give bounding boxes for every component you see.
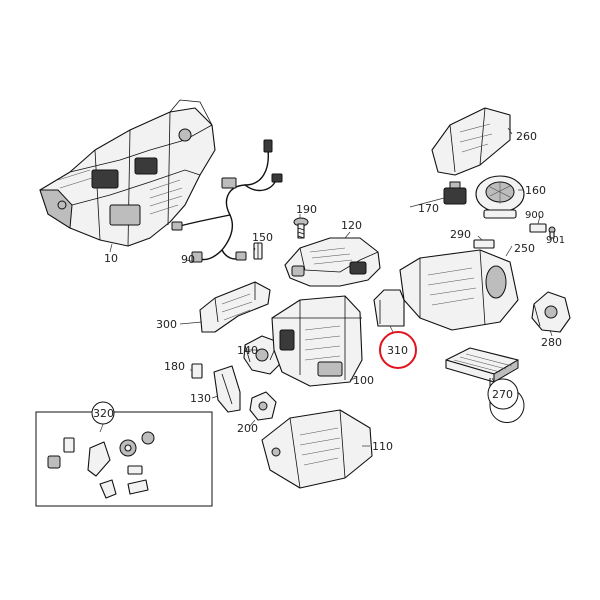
part-270-filter-element[interactable]	[445, 347, 519, 383]
callout-290[interactable]: 290	[450, 228, 471, 241]
callout-90[interactable]: 90	[181, 253, 195, 266]
part-901-screw[interactable]	[548, 226, 556, 239]
callout-200[interactable]: 200	[237, 422, 258, 435]
callout-270-circle[interactable]: 270	[487, 378, 525, 423]
part-300-air-duct[interactable]	[199, 281, 271, 333]
part-320-inset-box[interactable]	[35, 411, 213, 507]
part-100-housing[interactable]	[271, 295, 363, 387]
part-130-flap[interactable]	[213, 365, 241, 413]
callout-110[interactable]: 110	[372, 440, 393, 453]
callout-140[interactable]: 140	[237, 344, 258, 357]
part-170-resistor[interactable]	[443, 181, 467, 205]
callout-120[interactable]: 120	[341, 219, 362, 232]
callout-901[interactable]: 901	[546, 235, 565, 246]
part-180-clip[interactable]	[191, 363, 203, 379]
part-260-inlet-housing[interactable]	[431, 107, 511, 176]
callout-100[interactable]: 100	[353, 374, 374, 387]
part-150-sensor[interactable]	[253, 242, 263, 260]
part-280-actuator-motor[interactable]	[531, 291, 571, 333]
callout-10[interactable]: 10	[104, 252, 118, 265]
callout-310: 310	[387, 344, 408, 357]
callout-280[interactable]: 280	[541, 336, 562, 349]
callout-260[interactable]: 260	[516, 130, 537, 143]
part-110-lower-housing[interactable]	[261, 409, 373, 489]
callout-310-highlight[interactable]: 310	[379, 331, 417, 369]
callout-180[interactable]: 180	[164, 360, 185, 373]
callout-190[interactable]: 190	[296, 203, 317, 216]
part-90-wiring-harness[interactable]	[171, 139, 283, 263]
callout-320-circle[interactable]: 320	[91, 401, 115, 425]
part-160-blower-motor[interactable]	[475, 175, 525, 219]
callout-320: 320	[93, 407, 114, 420]
part-290-seal[interactable]	[473, 239, 495, 249]
callout-130[interactable]: 130	[190, 392, 211, 405]
callout-170[interactable]: 170	[418, 202, 439, 215]
part-10-hvac-assembly[interactable]	[39, 99, 216, 247]
callout-300[interactable]: 300	[156, 318, 177, 331]
part-190-screw[interactable]	[293, 217, 309, 239]
part-310-filter-cover[interactable]	[373, 289, 405, 327]
callout-labels: 10 90 150 190 120 300 140 180 130 200 10…	[104, 130, 565, 453]
callout-270: 270	[492, 388, 513, 401]
part-140-actuator[interactable]	[243, 335, 283, 375]
part-120-distribution-housing[interactable]	[284, 237, 381, 287]
part-250-blower-housing[interactable]	[399, 249, 519, 331]
part-200-linkage[interactable]	[249, 391, 277, 421]
callout-900[interactable]: 900	[525, 210, 544, 221]
callout-160[interactable]: 160	[525, 184, 546, 197]
callout-150[interactable]: 150	[252, 231, 273, 244]
leader-lines	[99, 127, 553, 447]
callout-250[interactable]: 250	[514, 242, 535, 255]
part-900-connector[interactable]	[529, 223, 547, 233]
